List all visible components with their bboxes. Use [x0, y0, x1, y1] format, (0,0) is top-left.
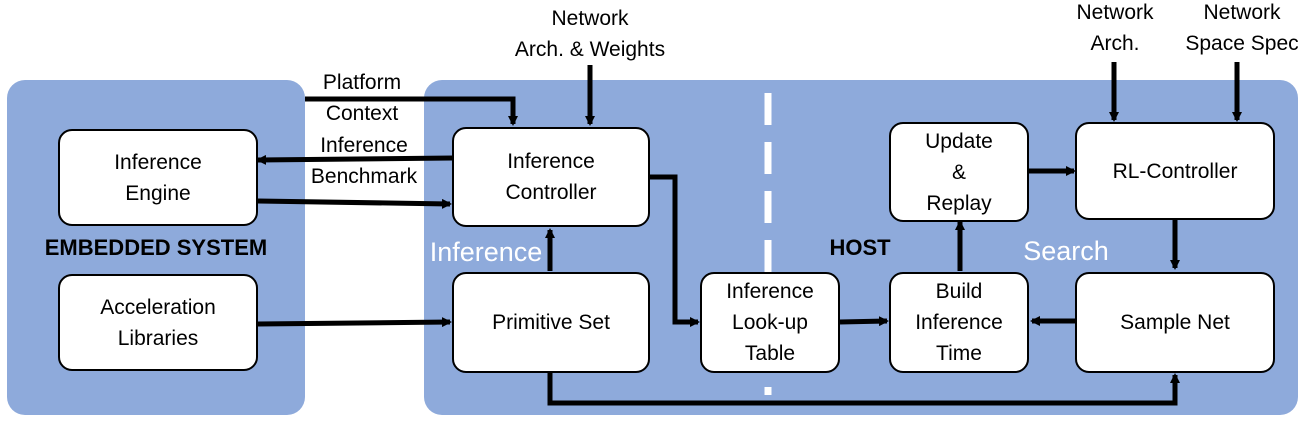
inference-engine-box: Inference Engine — [58, 129, 258, 226]
network-space-spec-label: Network Space Spec — [1185, 1, 1299, 55]
inference-benchmark-label: Inference Benchmark — [310, 134, 418, 188]
sample-net-box: Sample Net — [1075, 272, 1275, 373]
network-arch-weights-label: Network Arch. & Weights — [514, 7, 666, 61]
arrow-primitive-to-sample — [547, 373, 1180, 406]
arrow-controller-to-lookup — [650, 174, 700, 327]
inference-controller-box: Inference Controller — [452, 127, 650, 227]
search-region-label: Search — [1023, 236, 1109, 266]
arrow-platform-context — [305, 96, 518, 126]
arrow-lookup-to-build — [839, 316, 889, 327]
build-inference-time-box: Build Inference Time — [889, 272, 1029, 373]
platform-context-label: Platform Context — [322, 71, 402, 125]
inference-lookup-table-box: Inference Look-up Table — [700, 272, 840, 373]
inference-region-label: Inference — [429, 237, 543, 267]
arrow-controller-to-engine — [256, 154, 454, 165]
network-arch-label: Network Arch. — [1076, 1, 1154, 55]
rl-controller-box: RL-Controller — [1075, 122, 1275, 220]
host-label: HOST — [829, 235, 891, 260]
primitive-set-box: Primitive Set — [452, 272, 650, 373]
embedded-system-label: EMBEDDED SYSTEM — [44, 235, 268, 260]
acceleration-libraries-box: Acceleration Libraries — [58, 274, 258, 371]
arrow-libraries-to-primitive — [257, 317, 452, 328]
update-replay-box: Update & Replay — [889, 122, 1029, 222]
arrow-engine-to-controller — [257, 198, 452, 209]
